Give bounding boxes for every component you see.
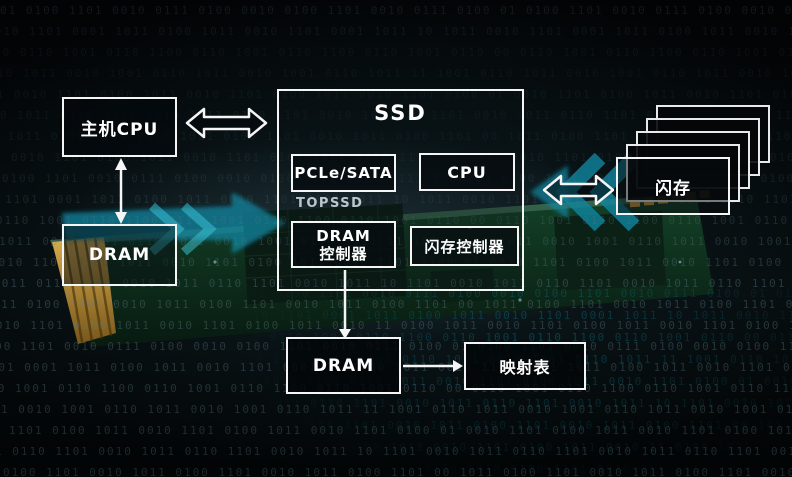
mapping-table-box: 映射表 (464, 342, 586, 390)
ssd-cpu-box: CPU (419, 153, 515, 191)
dram-controller-label-line1: DRAM (316, 226, 371, 245)
flash-memory-label: 闪存 (655, 178, 691, 199)
nand-chip (430, 211, 666, 304)
flash-controller-box: 闪存控制器 (410, 226, 519, 266)
ssd-cpu-label: CPU (447, 162, 487, 182)
topssd-watermark: TOPSSD (296, 196, 364, 211)
flash-memory-box: 闪存 (616, 157, 730, 215)
dram-cache-label: DRAM (312, 355, 375, 376)
host-dram-label: DRAM (88, 245, 151, 265)
dram-controller-label-line2: 控制器 (319, 244, 368, 263)
host-dram-box: DRAM (62, 224, 177, 286)
mapping-table-label: 映射表 (499, 358, 551, 377)
flash-controller-label: 闪存控制器 (424, 237, 505, 256)
dram-cache-box: DRAM (286, 337, 401, 394)
ssd-title: SSD (374, 101, 427, 125)
dram-controller-box: DRAM 控制器 (291, 221, 396, 268)
pcie-sata-label: PCLe/SATA (294, 164, 393, 182)
host-cpu-label: 主机CPU (80, 119, 159, 140)
pcie-sata-box: PCLe/SATA (291, 154, 396, 192)
host-cpu-box: 主机CPU (62, 97, 177, 157)
